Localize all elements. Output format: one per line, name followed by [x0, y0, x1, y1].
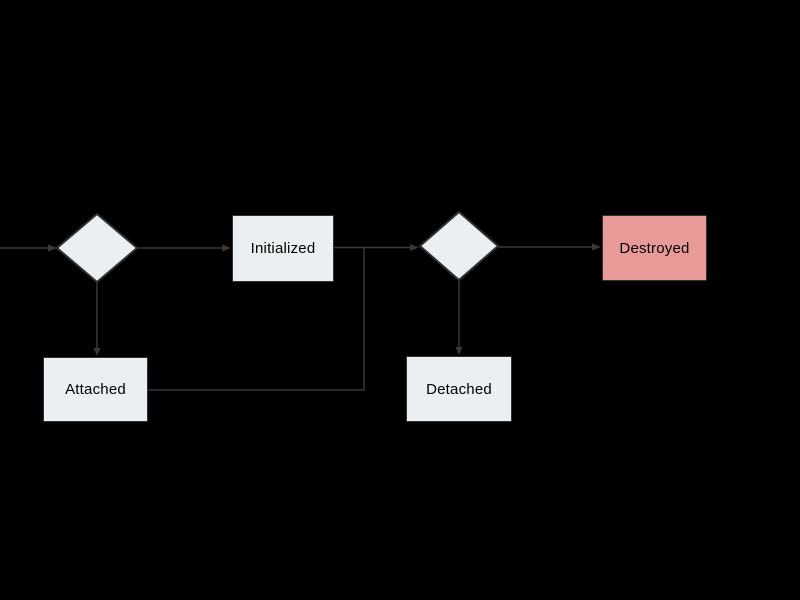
node-destroyed-label: Destroyed — [619, 239, 690, 257]
arrowhead-entry — [48, 244, 57, 252]
node-initialized-label: Initialized — [250, 240, 316, 257]
arrowhead-attached — [93, 348, 101, 356]
arrowhead-destroyed — [592, 243, 601, 251]
arrowhead-detached — [455, 347, 463, 355]
node-detached-label: Detached — [426, 380, 492, 398]
node-attached: Attached — [43, 357, 148, 422]
node-destroyed: Destroyed — [602, 215, 707, 281]
node-attached-label: Attached — [65, 381, 126, 398]
teardown-decision-diamond — [418, 210, 500, 282]
arrowhead-initialized — [222, 244, 231, 252]
start-decision-diamond — [55, 212, 139, 284]
edge-attached-to-teardown-decision — [148, 247, 365, 391]
node-detached: Detached — [406, 356, 512, 422]
arrowhead-teardown-decision — [410, 244, 419, 251]
node-initialized: Initialized — [232, 215, 334, 282]
